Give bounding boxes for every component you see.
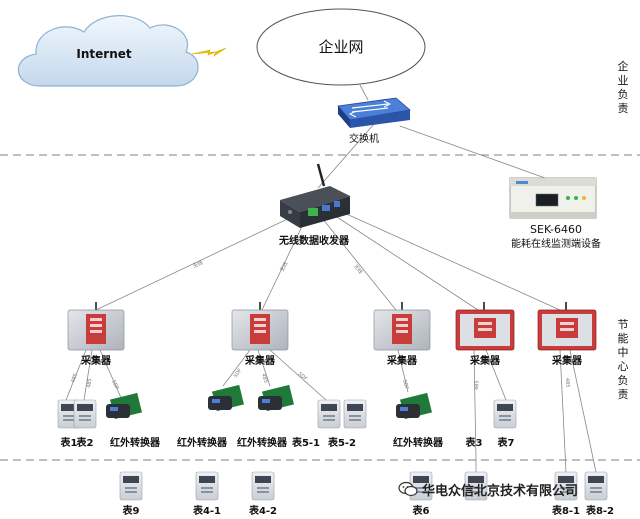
collector-1 [67,302,125,351]
device-label-m1: 表1 [60,436,78,449]
switch-label: 交换机 [349,132,379,145]
meter-5-2 [343,399,367,429]
collector-2 [231,302,289,351]
collector-label-4: 采集器 [469,354,501,367]
meter-9 [119,471,143,501]
enterprise-responsibility-label: 企业负责 [617,60,629,115]
device-label-m2: 表2 [76,436,94,449]
device-label-m41: 表4-1 [192,504,221,517]
enterprise-network-label: 企业网 [318,38,363,56]
internet-cloud [17,15,199,87]
meter-4-2 [251,471,275,501]
wechat-icon [398,481,418,497]
monitor-device [509,177,597,219]
watermark-text: 华电众信北京技术有限公司 [422,483,579,499]
link-label-c2c: SDF [297,371,308,382]
collector-label-5: 采集器 [551,354,583,367]
meter-2 [73,399,97,429]
lightning-icon [191,47,227,57]
collector-label-3: 采集器 [386,354,418,367]
meter-4-1 [195,471,219,501]
link-label-c4a: 485 [474,380,480,390]
company-watermark: 华电众信北京技术有限公司 [398,478,638,500]
link-label-wireless-1: 无线 [192,259,204,270]
link-label-c1b: 485 [86,378,93,388]
link-label-c1c: SDF [110,379,120,391]
collector-4 [455,302,515,351]
device-label-m81: 表8-1 [551,504,580,517]
enterprise-to-switch-line [359,84,369,101]
device-label-m6: 表6 [412,504,430,517]
link-label-c3a: SDF [401,379,409,390]
meter-8-2 [584,471,608,501]
energy-center-responsibility-label: 节能中心负责 [617,318,629,401]
switch-device [337,97,411,128]
device-label-ir4: 红外转换器 [393,436,444,449]
meter-7 [493,399,517,429]
collector-5 [537,302,597,351]
enterprise-network-ellipse [256,8,426,86]
connection-lines [65,123,597,473]
device-label-m52: 表5-2 [327,436,356,449]
device-label-ir2: 红外转换器 [177,436,228,449]
device-label-ir3: 红外转换器 [237,436,288,449]
device-label-m3: 表3 [465,436,483,449]
link-label-wireless-2: 无线 [279,261,290,273]
link-label-wireless-3: 无线 [352,263,364,275]
ir-converter-4 [396,392,433,420]
device-label-m9: 表9 [122,504,140,517]
meter-3 [464,471,488,501]
transceiver-label: 无线数据收发器 [278,234,350,247]
device-label-m7: 表7 [497,436,515,449]
monitor-description: 能耗在线监测端设备 [511,237,601,250]
device-label-m82: 表8-2 [585,504,614,517]
monitor-name: SEK-6460 [530,223,582,236]
collector-3 [373,302,431,351]
meter-5-1 [317,399,341,429]
device-label-m51: 表5-1 [291,436,320,449]
wireless-transceiver [280,163,350,228]
link-label-c2a: SDF [233,367,244,379]
ir-converter-1 [106,392,143,420]
collector-label-2: 采集器 [244,354,276,367]
ir-converter-3 [258,384,295,412]
meter-8-1 [554,471,578,501]
collector-label-1: 采集器 [80,354,112,367]
device-label-ir1: 红外转换器 [110,436,161,449]
link-label-c5a: 485 [564,378,570,388]
link-label-c1a: 485 [70,373,79,384]
link-label-c2b: 485 [260,373,268,384]
ir-converter-2 [208,384,245,412]
internet-label: Internet [76,47,131,61]
device-label-m42: 表4-2 [248,504,277,517]
